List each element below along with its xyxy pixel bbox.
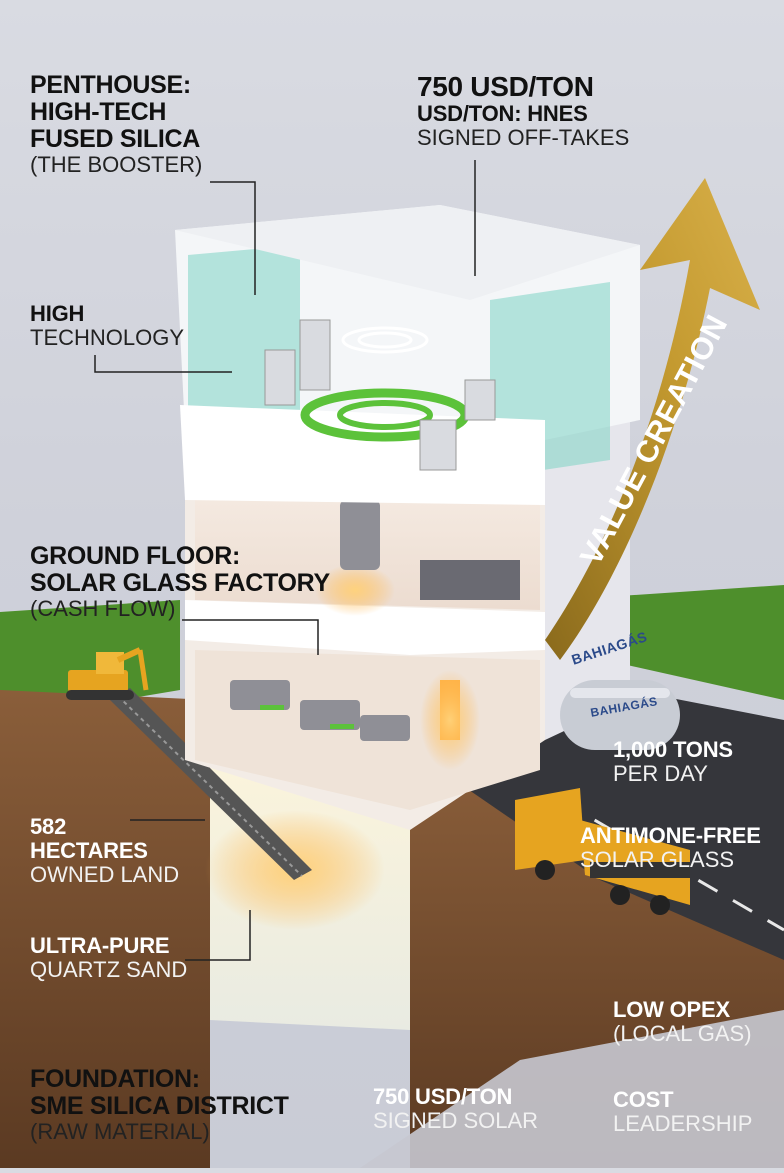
land-line1: 582 [30,814,67,839]
product-sub: SOLAR GLASS [580,846,735,872]
penthouse-sub: (THE BOOSTER) [30,152,203,177]
ground-floor-line2: SOLAR GLASS FACTORY [30,569,330,597]
capacity-label: 1,000 TONS PER DAY [613,738,733,786]
furnace-glow-upper [315,564,395,616]
land-label: 582 HECTARES OWNED LAND [30,815,179,886]
cost-label: COST LEADERSHIP [613,1088,752,1136]
top-price-line2: USD/TON: HNES [417,101,588,127]
top-price-line1: 750 USD/TON [417,71,594,102]
opex-line1: LOW OPEX [613,997,730,1022]
lab-equipment [264,319,496,471]
foundation-sub: (RAW MATERIAL) [30,1119,210,1144]
land-sub: OWNED LAND [30,861,180,887]
bottom-price-label: 750 USD/TON SIGNED SOLAR [373,1085,538,1133]
high-technology-label: HIGH TECHNOLOGY [30,302,184,350]
bottom-price-sub: SIGNED SOLAR [373,1107,539,1133]
product-label: ANTIMONE-FREE SOLAR GLASS [580,824,761,872]
sand-line1: ULTRA-PURE [30,933,170,958]
penthouse-line1: PENTHOUSE: [30,71,191,99]
high-technology-line1: HIGH [30,301,85,326]
cost-line1: COST [613,1087,674,1112]
capacity-sub: PER DAY [613,760,708,786]
ground-floor-slab [185,600,545,655]
conveyor [110,688,312,880]
penthouse-roof [175,205,640,300]
penthouse-label: PENTHOUSE: HIGH-TECH FUSED SILICA (THE B… [30,72,202,177]
gas-tank [560,680,680,750]
penthouse-line3: FUSED SILICA [30,125,201,153]
hologram-rings [341,326,429,354]
excavator [66,647,149,700]
foundation-label: FOUNDATION: SME SILICA DISTRICT (RAW MAT… [30,1066,289,1144]
cost-sub: LEADERSHIP [613,1110,753,1136]
opex-label: LOW OPEX (LOCAL GAS) [613,998,752,1046]
value-creation-arrow [545,178,760,660]
ground-floor-line1: GROUND FLOOR: [30,542,240,570]
sand-sub: QUARTZ SAND [30,956,188,982]
product-line1: ANTIMONE-FREE [580,823,761,848]
ground-haze [360,1010,784,1168]
land-line2: HECTARES [30,837,148,863]
top-price-sub: SIGNED OFF-TAKES [417,124,630,150]
ground-floor-label: GROUND FLOOR: SOLAR GLASS FACTORY (CASH … [30,543,330,621]
high-technology-sub: TECHNOLOGY [30,324,185,350]
capacity-line1: 1,000 TONS [613,737,733,762]
opex-sub: (LOCAL GAS) [613,1020,752,1046]
top-price-label: 750 USD/TON USD/TON: HNES SIGNED OFF-TAK… [417,71,630,150]
soil-left [0,690,210,1168]
leader-lines [94,160,476,961]
grass-left [0,600,180,720]
factory-machinery [230,500,520,741]
ground-floor-sub: (CASH FLOW) [30,596,176,621]
bottom-price-line1: 750 USD/TON [373,1084,513,1109]
truck [515,788,690,915]
foundation-line1: FOUNDATION: [30,1065,200,1093]
penthouse-line2: HIGH-TECH [30,98,167,126]
sand-label: ULTRA-PURE QUARTZ SAND [30,934,187,982]
foundation-line2: SME SILICA DISTRICT [30,1092,289,1120]
